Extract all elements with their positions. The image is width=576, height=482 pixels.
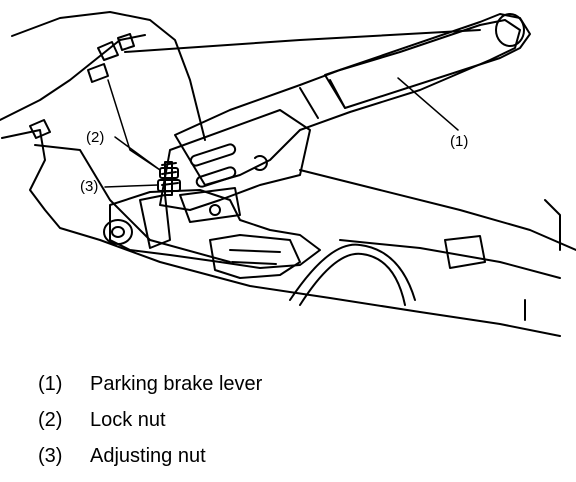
bracket-bolt	[209, 204, 221, 216]
diagram-drawing	[0, 11, 576, 337]
rod-threads	[161, 162, 179, 186]
console-right-frame-2	[339, 239, 561, 279]
frame-bracket-d	[87, 63, 109, 83]
callout-1: (1)	[450, 133, 469, 150]
bracket-plate	[179, 187, 241, 223]
leader-line-2	[107, 79, 161, 171]
lever-slot-1	[189, 143, 237, 167]
console-frame-rail	[1, 129, 561, 337]
equalizer-detail	[229, 249, 281, 265]
legend-number: (3)	[38, 445, 63, 467]
lever-side-plate	[159, 109, 311, 211]
legend-number: (2)	[38, 409, 63, 431]
parts-legend: (1) Parking brake lever (2) Lock nut (3)…	[38, 373, 538, 481]
bracket-boss	[103, 219, 133, 245]
legend-item: (3) Adjusting nut	[38, 445, 538, 481]
callout-3: (3)	[80, 178, 99, 195]
rear-bracket	[444, 235, 486, 269]
lever-slot-2	[195, 166, 237, 188]
legend-item: (1) Parking brake lever	[38, 373, 538, 409]
console-right-frame	[299, 169, 576, 251]
legend-label: Lock nut	[90, 409, 166, 431]
legend-number: (1)	[38, 373, 63, 395]
lever-grip-cap	[495, 13, 525, 47]
brake-cable-2	[299, 252, 406, 306]
console-top-edge	[124, 29, 481, 53]
bracket-boss-inner	[111, 226, 125, 238]
brake-cable	[289, 243, 416, 301]
bracket-base	[109, 189, 321, 269]
leader-line-3	[104, 184, 159, 188]
bracket-web	[139, 194, 171, 249]
parking-brake-diagram: (1) (2) (3)	[0, 11, 576, 337]
legend-label: Parking brake lever	[90, 373, 263, 395]
lever-grip	[324, 13, 531, 109]
legend-label: Adjusting nut	[90, 445, 206, 467]
lock-nut-shape	[159, 167, 179, 179]
callout-2: (2)	[86, 129, 105, 146]
console-frame-left	[0, 34, 146, 121]
console-frame-outline	[11, 11, 206, 141]
frame-bracket-a	[97, 41, 119, 61]
legend-item: (2) Lock nut	[38, 409, 538, 445]
equalizer	[209, 234, 301, 279]
frame-bracket-c	[29, 119, 51, 139]
lever-grip-ring	[299, 79, 346, 119]
console-right-edge	[524, 199, 561, 321]
frame-bracket-b	[117, 33, 135, 51]
console-frame-inner-rail	[34, 144, 231, 263]
lever-pivot-mark	[254, 155, 268, 171]
leader-line-1	[397, 77, 459, 131]
